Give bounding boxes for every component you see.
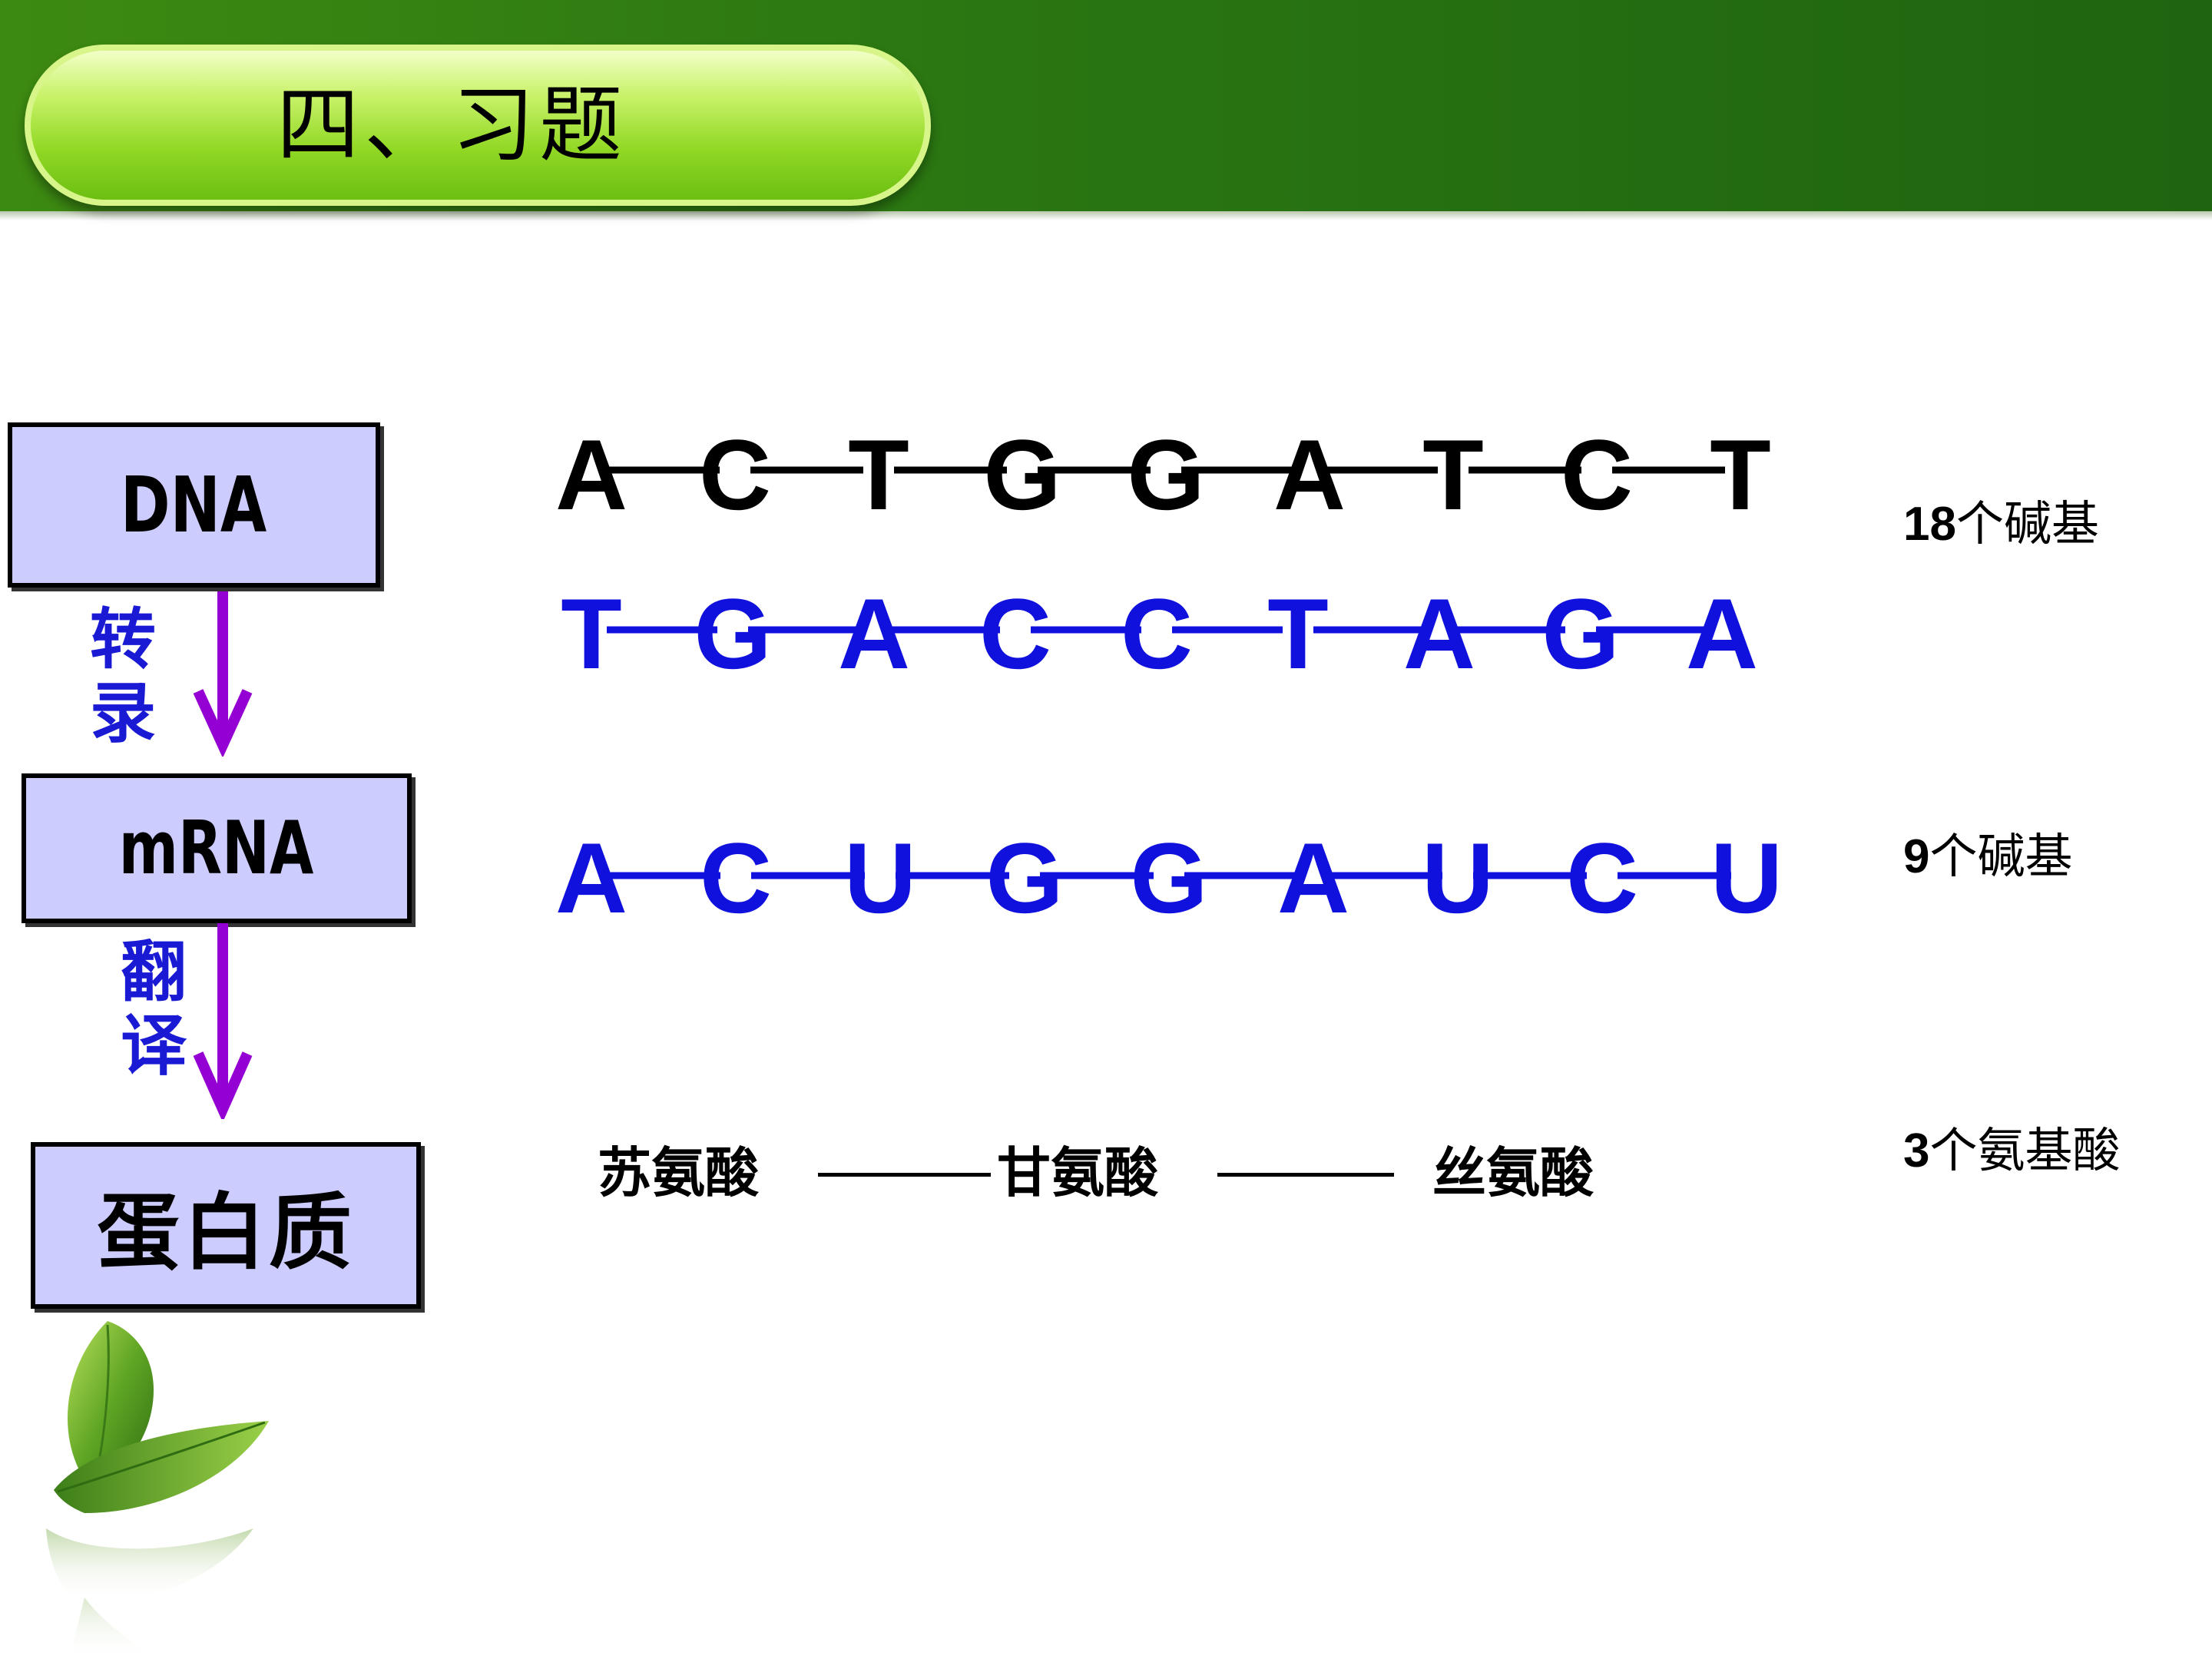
- protein-label: 蛋白质: [96, 1184, 355, 1281]
- dna-bottom-base: C: [1121, 578, 1193, 690]
- dna-bottom-base: C: [979, 578, 1051, 690]
- dna-bottom-base: T: [1267, 578, 1328, 690]
- dna-bottom-base: A: [838, 578, 910, 690]
- peptide-bond-2: [1217, 1173, 1394, 1177]
- dna-top-base: A: [555, 419, 628, 531]
- page-title: 四、习题: [276, 78, 628, 174]
- amino-acid-count: 3个氨基酸: [1903, 1125, 2121, 1177]
- title-pill: [25, 45, 931, 206]
- mrna-base: U: [1710, 822, 1783, 934]
- amino-acid-3: 丝氨酸: [1432, 1141, 1594, 1204]
- dna-bottom-base: A: [1403, 578, 1475, 690]
- protein-count-text: 个氨基酸: [1929, 1125, 2121, 1177]
- dna-top-base: T: [848, 419, 909, 531]
- mrna-count: 9: [1903, 830, 1930, 883]
- translation-label: 翻译: [121, 933, 187, 1084]
- dna-box: DNA: [8, 422, 380, 588]
- dna-bottom-base: G: [1541, 578, 1619, 690]
- dna-top-base: C: [1561, 419, 1633, 531]
- transcription-arrow-icon: [193, 591, 253, 757]
- amino-acid-1: 苏氨酸: [598, 1141, 759, 1204]
- protein-box: 蛋白质: [31, 1142, 421, 1309]
- mrna-base: C: [700, 822, 772, 934]
- dna-bottom-base: T: [561, 578, 621, 690]
- dna-bottom-base: G: [694, 578, 771, 690]
- translation-arrow-icon: [193, 923, 253, 1119]
- dna-top-base: G: [1127, 419, 1204, 531]
- dna-bottom-base: A: [1686, 578, 1758, 690]
- mrna-base: G: [1130, 822, 1207, 934]
- mrna-base: U: [844, 822, 916, 934]
- amino-acid-2: 甘氨酸: [997, 1141, 1158, 1204]
- dna-count-text: 个碱基: [1955, 498, 2099, 551]
- mrna-base-count: 9个碱基: [1903, 830, 2073, 883]
- mrna-base: G: [985, 822, 1063, 934]
- mrna-box: mRNA: [22, 773, 412, 923]
- mrna-base: U: [1422, 822, 1494, 934]
- dna-top-base: A: [1273, 419, 1346, 531]
- mrna-count-text: 个碱基: [1929, 831, 2073, 883]
- dna-label: DNA: [121, 460, 267, 550]
- mrna-base: A: [1277, 822, 1349, 934]
- dna-count: 18: [1903, 498, 1956, 551]
- dna-top-base: T: [1422, 419, 1483, 531]
- dna-base-count: 18个碱基: [1903, 498, 2099, 551]
- dna-top-base: C: [699, 419, 771, 531]
- dna-top-base: G: [983, 419, 1061, 531]
- peptide-bond-1: [818, 1173, 991, 1177]
- mrna-base: A: [555, 822, 628, 934]
- protein-count: 3: [1903, 1124, 1930, 1177]
- mrna-base: C: [1566, 822, 1638, 934]
- leaf-icon: [46, 1321, 269, 1659]
- dna-top-base: T: [1710, 419, 1770, 531]
- mrna-label: mRNA: [119, 806, 314, 891]
- transcription-label: 转录: [90, 601, 156, 752]
